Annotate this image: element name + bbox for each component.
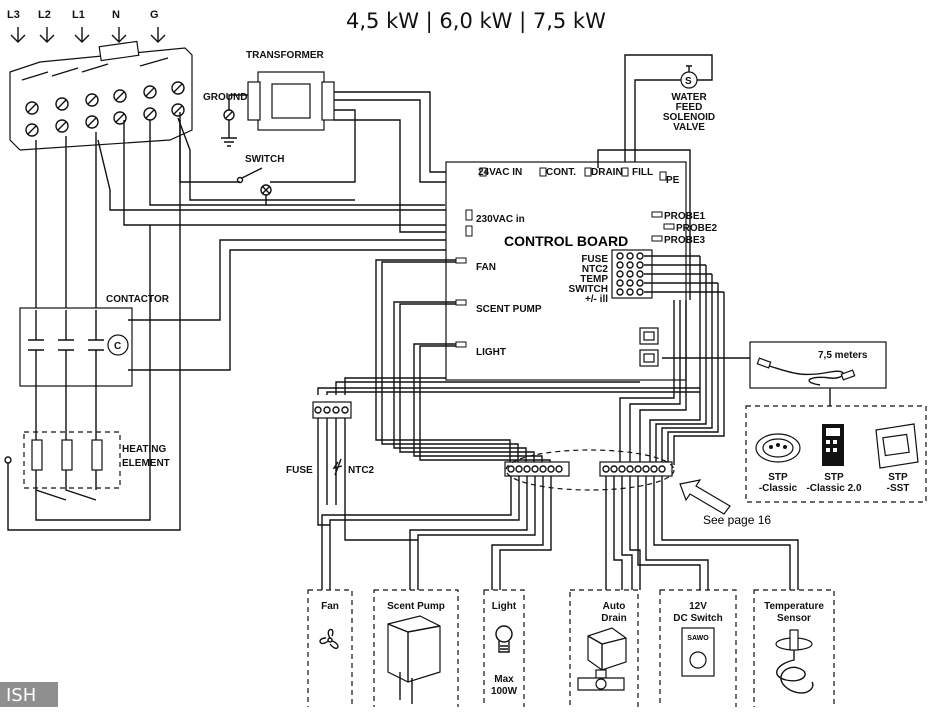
terminal-l1: L1 bbox=[72, 9, 85, 21]
control-board-title: CONTROL BOARD bbox=[504, 233, 628, 249]
solenoid-label-3: SOLENOID bbox=[663, 112, 715, 123]
terminal-l3: L3 bbox=[7, 9, 20, 21]
auto-drain-label-1: Auto bbox=[603, 601, 626, 612]
stp-classic-icon bbox=[755, 433, 801, 463]
sawo-brand: SAWO bbox=[687, 635, 709, 642]
heating-elements bbox=[4, 120, 181, 531]
transformer bbox=[247, 71, 335, 131]
accessory-scent-pump: Scent Pump bbox=[373, 589, 459, 711]
ntc2-label: NTC2 bbox=[348, 465, 375, 476]
accessory-leads bbox=[375, 259, 551, 465]
cb-ntc2-label: NTC2 bbox=[582, 264, 609, 275]
fuse-label: FUSE bbox=[286, 465, 313, 476]
fan-label: Fan bbox=[321, 601, 339, 612]
cb-cont-label: CONT. bbox=[546, 167, 576, 178]
panel-3-name: STP bbox=[888, 472, 908, 483]
cb-pe-label: PE bbox=[666, 175, 680, 186]
panel-2-name: STP bbox=[824, 472, 844, 483]
accessory-temperature-sensor: Temperature Sensor bbox=[753, 589, 835, 711]
solenoid-label-4: VALVE bbox=[673, 122, 705, 133]
cb-scent-pump-label: SCENT PUMP bbox=[476, 304, 542, 315]
transformer-label: TRANSFORMER bbox=[246, 50, 325, 61]
accessory-dc-switch: 12V DC Switch SAWO bbox=[659, 589, 737, 711]
cb-temp-label: TEMP bbox=[580, 274, 608, 285]
contactor-coil: C bbox=[114, 341, 121, 352]
switch-label: SWITCH bbox=[245, 154, 284, 165]
light-label: Light bbox=[492, 601, 517, 612]
cb-drain-label: DRAIN bbox=[591, 167, 623, 178]
terminal-highlight bbox=[505, 449, 675, 491]
contactor-label: CONTACTOR bbox=[106, 294, 170, 305]
cb-fan-label: FAN bbox=[476, 262, 496, 273]
terminal-g: G bbox=[150, 9, 159, 21]
dc-switch-label-1: 12V bbox=[689, 601, 707, 612]
arrow-down-icons bbox=[10, 27, 166, 43]
fan-icon bbox=[319, 628, 339, 649]
heating-label-1: HEATING bbox=[122, 444, 166, 455]
dc-switch-icon: SAWO bbox=[681, 627, 715, 677]
drain-valve-icon bbox=[577, 627, 627, 691]
auto-drain-label-2: Drain bbox=[601, 613, 627, 624]
cb-fuse-label: FUSE bbox=[581, 254, 608, 265]
solenoid-valve: S WATER FEED SOLENOID VALVE bbox=[624, 54, 715, 162]
bottom-terminal-left bbox=[504, 461, 570, 477]
accessory-auto-drain: Auto Drain bbox=[569, 589, 639, 711]
solenoid-label-2: FEED bbox=[676, 102, 703, 113]
dc-switch-label-2: DC Switch bbox=[673, 613, 722, 624]
contactor-coil-wiring bbox=[128, 239, 470, 371]
solenoid-icon: S bbox=[685, 76, 692, 87]
temp-sensor-label-2: Sensor bbox=[777, 613, 811, 624]
terminal-block bbox=[9, 40, 193, 151]
cb-switch-label: SWITCH bbox=[569, 284, 608, 295]
scent-pump-icon bbox=[387, 615, 441, 704]
light-max-label: Max bbox=[494, 674, 514, 685]
see-page-note: See page 16 bbox=[703, 513, 771, 527]
panel-1-name: STP bbox=[768, 472, 788, 483]
accessory-light: Light Max 100W bbox=[483, 589, 525, 711]
terminal-labels: L3 L2 L1 N G bbox=[7, 9, 159, 21]
ground-icon bbox=[221, 109, 237, 147]
switch-icon bbox=[236, 167, 272, 196]
scent-pump-label: Scent Pump bbox=[387, 601, 445, 612]
cb-ill-label: +/- ill bbox=[585, 294, 608, 305]
power-ratings-title: 4,5 kW | 6,0 kW | 7,5 kW bbox=[346, 9, 606, 34]
fuse-ntc-terminal bbox=[312, 377, 700, 505]
cable-box bbox=[749, 341, 887, 389]
heating-label-2: ELEMENT bbox=[122, 458, 170, 469]
panel-2-model: -Classic 2.0 bbox=[806, 483, 861, 494]
control-panels bbox=[745, 405, 927, 503]
contactor: C bbox=[19, 307, 133, 390]
temp-sensor-label-1: Temperature bbox=[764, 601, 824, 612]
stp-sst-icon bbox=[875, 423, 919, 469]
cb-230vac-label: 230VAC in bbox=[476, 214, 525, 225]
language-tab: ISH bbox=[0, 682, 58, 707]
terminal-n: N bbox=[112, 9, 120, 21]
light-max-watt: 100W bbox=[491, 686, 518, 697]
cb-probe2-label: PROBE2 bbox=[676, 223, 718, 234]
cb-light-label: LIGHT bbox=[476, 347, 506, 358]
stp-classic-2-icon bbox=[822, 424, 844, 466]
cb-probe1-label: PROBE1 bbox=[664, 211, 706, 222]
cable-length-label: 7,5 meters bbox=[818, 350, 868, 361]
see-page-arrow-icon bbox=[679, 479, 731, 515]
solenoid-label-1: WATER bbox=[671, 92, 707, 103]
accessory-drop-wiring bbox=[317, 476, 799, 590]
bottom-terminal-right bbox=[599, 461, 673, 477]
temperature-sensor-icon bbox=[775, 629, 814, 694]
panel-1-model: -Classic bbox=[759, 483, 798, 494]
light-bulb-icon bbox=[495, 625, 513, 653]
cb-fill-label: FILL bbox=[632, 167, 653, 178]
accessory-fan: Fan bbox=[307, 589, 353, 711]
terminal-l2: L2 bbox=[38, 9, 51, 21]
cb-24vac-label: 24VAC IN bbox=[478, 167, 522, 178]
ground-label: GROUND bbox=[203, 92, 247, 103]
cb-probe3-label: PROBE3 bbox=[664, 235, 706, 246]
panel-3-model: -SST bbox=[887, 483, 910, 494]
control-board bbox=[445, 161, 687, 381]
board-wiring bbox=[597, 149, 750, 465]
